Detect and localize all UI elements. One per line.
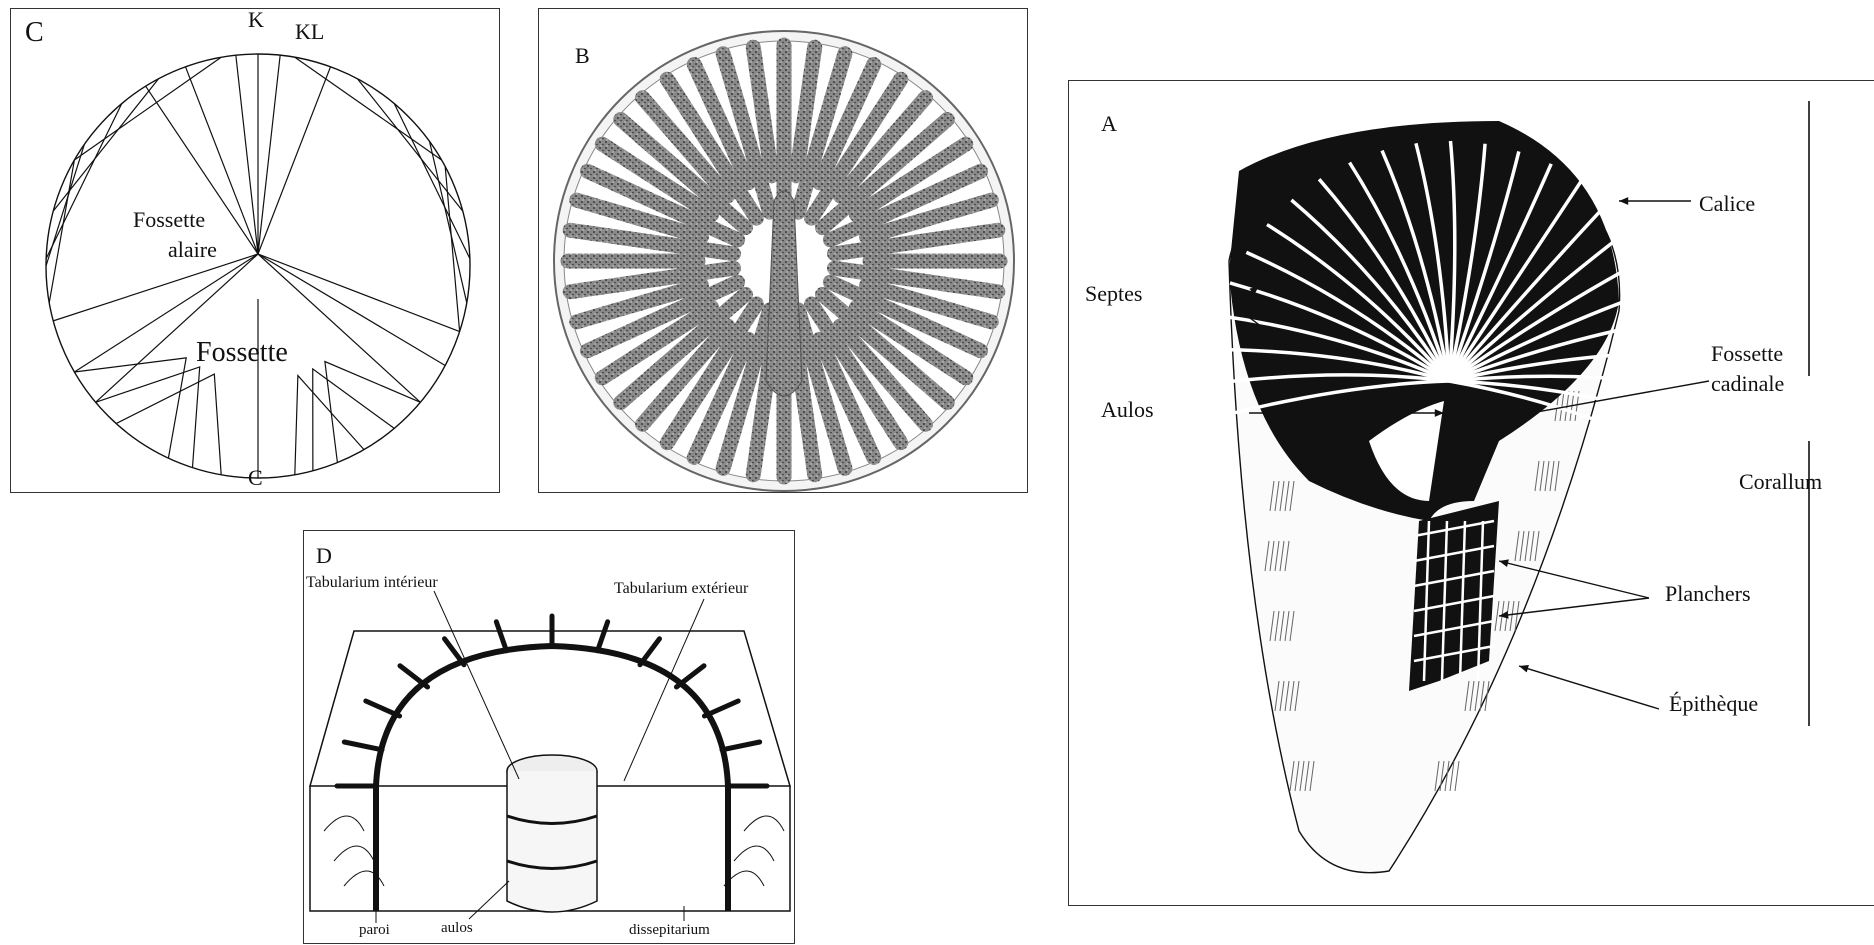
label-alar-fossula-1: Fossette — [133, 209, 205, 231]
septum-line — [295, 57, 442, 160]
panel-c-schematic: C K KL Fossette alaire Fossette C — [10, 8, 500, 493]
label-calice: Calice — [1699, 193, 1755, 215]
label-aulos-a: Aulos — [1101, 399, 1154, 421]
septum-line — [53, 254, 258, 321]
label-fossette-2: cadinale — [1711, 373, 1784, 395]
septum-line — [46, 144, 84, 266]
dissepiment — [324, 816, 364, 831]
label-dissepimentarium: dissepitarium — [629, 923, 710, 938]
label-septes: Septes — [1085, 283, 1142, 305]
label-wall: paroi — [359, 923, 390, 938]
panel-a-corallite: A Calice Septes Fossette cadinale Aulos … — [1068, 80, 1874, 906]
septum-line — [394, 104, 470, 259]
panel-c-letter: C — [25, 19, 44, 47]
label-fossula: Fossette — [196, 339, 288, 367]
septum-line — [96, 254, 258, 402]
septum-line — [96, 367, 200, 468]
leader-epitheque — [1519, 666, 1659, 709]
leader-calice-arrowhead — [1619, 197, 1628, 205]
septum-line — [116, 374, 221, 475]
panel-d-letter: D — [316, 545, 332, 567]
panel-b-letter: B — [575, 45, 590, 67]
label-aulos-d: aulos — [441, 921, 473, 936]
septum-line — [49, 160, 74, 303]
label-fossette-1: Fossette — [1711, 343, 1783, 365]
septum-line — [258, 254, 420, 402]
label-kl: KL — [295, 21, 324, 43]
septum-line — [74, 358, 186, 458]
septum-line — [430, 141, 467, 302]
leader-aulos — [469, 881, 509, 919]
leader-epitheque-arrowhead — [1519, 665, 1529, 672]
label-inner-tabularium: Tabularium intérieur — [306, 575, 438, 591]
dissepiment — [734, 846, 774, 861]
label-corallum: Corallum — [1739, 471, 1822, 493]
septum-line — [295, 376, 364, 475]
label-k: K — [248, 9, 264, 31]
aulos-body — [507, 771, 597, 912]
dissepiment — [334, 846, 374, 861]
label-outer-tabularium: Tabularium extérieur — [614, 581, 748, 597]
panel-d-block-diagram: D Tabularium intérieur Tabularium extéri… — [303, 530, 795, 944]
label-planchers: Planchers — [1665, 583, 1751, 605]
septum-line — [445, 166, 459, 331]
coral-cross-section-illustration — [539, 9, 1029, 494]
label-c-bottom: C — [248, 467, 263, 489]
septum-line — [46, 104, 122, 259]
label-epitheque: Épithèque — [1669, 693, 1758, 715]
growth-line — [1455, 761, 1459, 791]
dissepiment — [744, 816, 784, 831]
septal-pattern-diagram — [11, 9, 501, 494]
septum-line — [258, 254, 460, 332]
panel-a-letter: A — [1101, 113, 1117, 135]
panel-b-cross-section: B — [538, 8, 1028, 493]
septum-line — [74, 57, 221, 160]
label-alar-fossula-2: alaire — [168, 239, 217, 261]
